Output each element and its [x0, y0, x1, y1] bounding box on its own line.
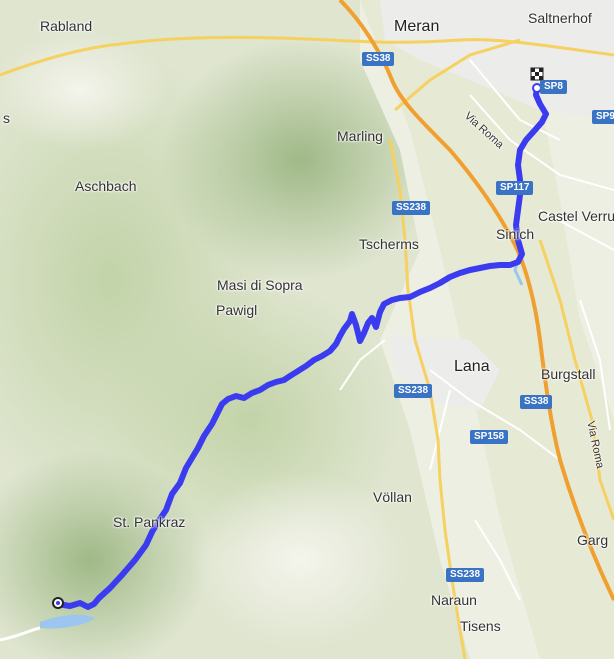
- forest-shading: [160, 40, 440, 280]
- place-label-garg: Garg: [577, 532, 609, 548]
- highway-ss38: [338, 0, 614, 601]
- road-shield-sp158: SP158: [470, 430, 509, 444]
- place-label-marling: Marling: [337, 128, 383, 144]
- road-shield-sp8: SP8: [540, 80, 567, 94]
- place-label-st-pankraz: St. Pankraz: [113, 514, 186, 530]
- forest-shading: [0, 450, 210, 659]
- finish-flag-icon[interactable]: [530, 67, 544, 81]
- place-label-meran: Meran: [394, 18, 440, 35]
- place-label-rabland: Rabland: [40, 18, 93, 34]
- place-label-saltnerhof: Saltnerhof: [528, 10, 592, 26]
- road-shield-sp117: SP117: [496, 181, 534, 195]
- road-shield-ss38: SS38: [362, 52, 395, 66]
- place-label-vollan: Völlan: [373, 489, 412, 505]
- minor-road: [0, 626, 41, 642]
- minor-roads: [339, 59, 614, 601]
- place-label-sinich: Sinich: [496, 226, 535, 242]
- place-label-tscherms: Tscherms: [359, 236, 419, 252]
- road-shield-sp9: SP9: [592, 110, 614, 124]
- lake: [40, 614, 95, 629]
- place-label-edge: s: [3, 110, 10, 126]
- start-marker-icon[interactable]: [52, 597, 64, 609]
- main-roads: [0, 35, 614, 659]
- pale-terrain: [190, 470, 410, 650]
- place-label-lana: Lana: [454, 358, 490, 375]
- valley-fields: [360, 0, 614, 659]
- place-label-castel-verruc: Castel Verruc: [538, 208, 614, 224]
- place-label-burgstall: Burgstall: [541, 366, 596, 382]
- place-label-aschbach: Aschbach: [75, 178, 137, 194]
- place-label-tisens: Tisens: [460, 618, 501, 634]
- road-shield-ss238: SS238: [446, 568, 485, 582]
- route-path[interactable]: [54, 84, 549, 610]
- place-label-naraun: Naraun: [431, 592, 477, 608]
- place-label-masi-di-sopra: Masi di Sopra: [217, 277, 303, 293]
- road-shield-ss38: SS38: [520, 395, 553, 409]
- road-shield-ss238: SS238: [394, 384, 433, 398]
- road-shield-ss238: SS238: [392, 201, 431, 215]
- place-label-pawigl: Pawigl: [216, 302, 258, 318]
